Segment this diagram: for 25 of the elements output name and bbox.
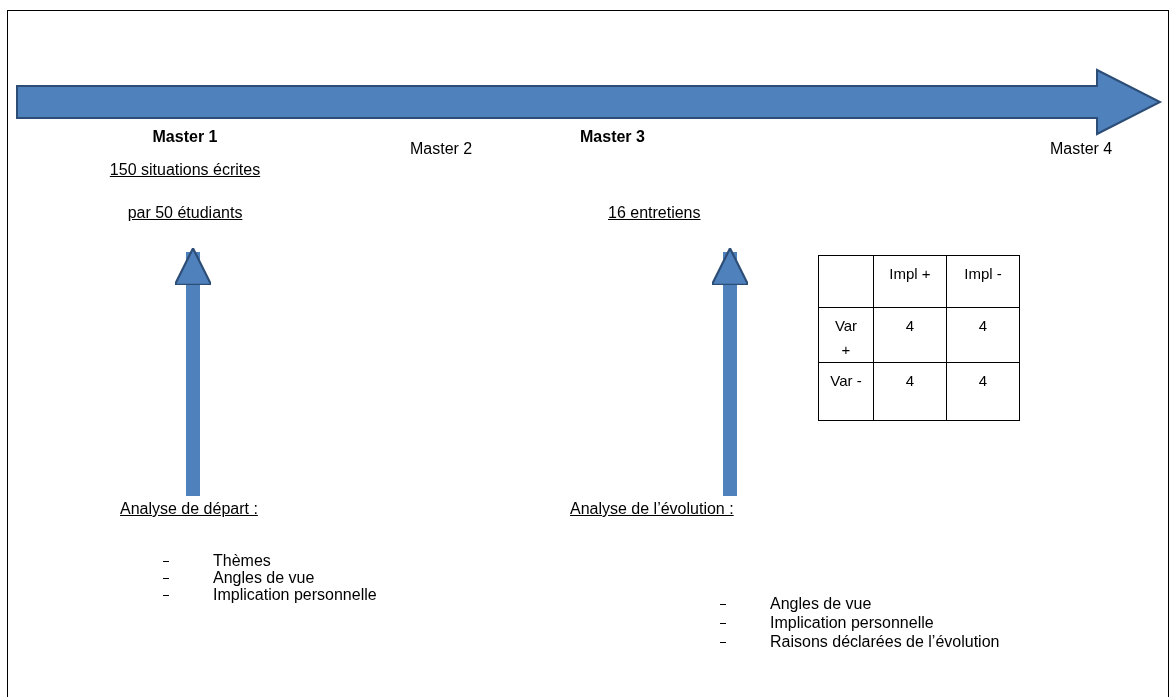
heading: Analyse de départ : [120, 500, 258, 518]
table-cell: Impl + [873, 255, 947, 308]
table-cell: 4 [946, 307, 1020, 363]
node-label: 16 entretiens [608, 204, 701, 222]
table-cell: 4 [873, 362, 947, 421]
arrow [710, 247, 750, 496]
list-item: Implication personnelle [213, 586, 377, 604]
list-item: Thèmes [213, 552, 271, 570]
arrow [173, 247, 213, 496]
list-item: Raisons déclarées de l’évolution [770, 633, 1000, 651]
node-label: par 50 étudiants [126, 204, 244, 222]
node-label: 150 situations écrites [108, 161, 262, 179]
table-cell: Var - [818, 362, 874, 421]
list-item: Angles de vue [770, 595, 872, 613]
table-cell: Impl - [946, 255, 1020, 308]
heading: Master 1 [151, 128, 219, 146]
table-cell: 4 [873, 307, 947, 363]
list-item: Angles de vue [213, 569, 315, 587]
table-cell: Var + [818, 307, 874, 363]
heading: Master 3 [580, 128, 645, 146]
heading: Analyse de l’évolution : [570, 500, 734, 518]
timeline-label: Master 4 [1050, 140, 1113, 158]
list-item: Implication personnelle [770, 614, 934, 632]
timeline-label: Master 2 [410, 140, 473, 158]
table-cell: 4 [946, 362, 1020, 421]
